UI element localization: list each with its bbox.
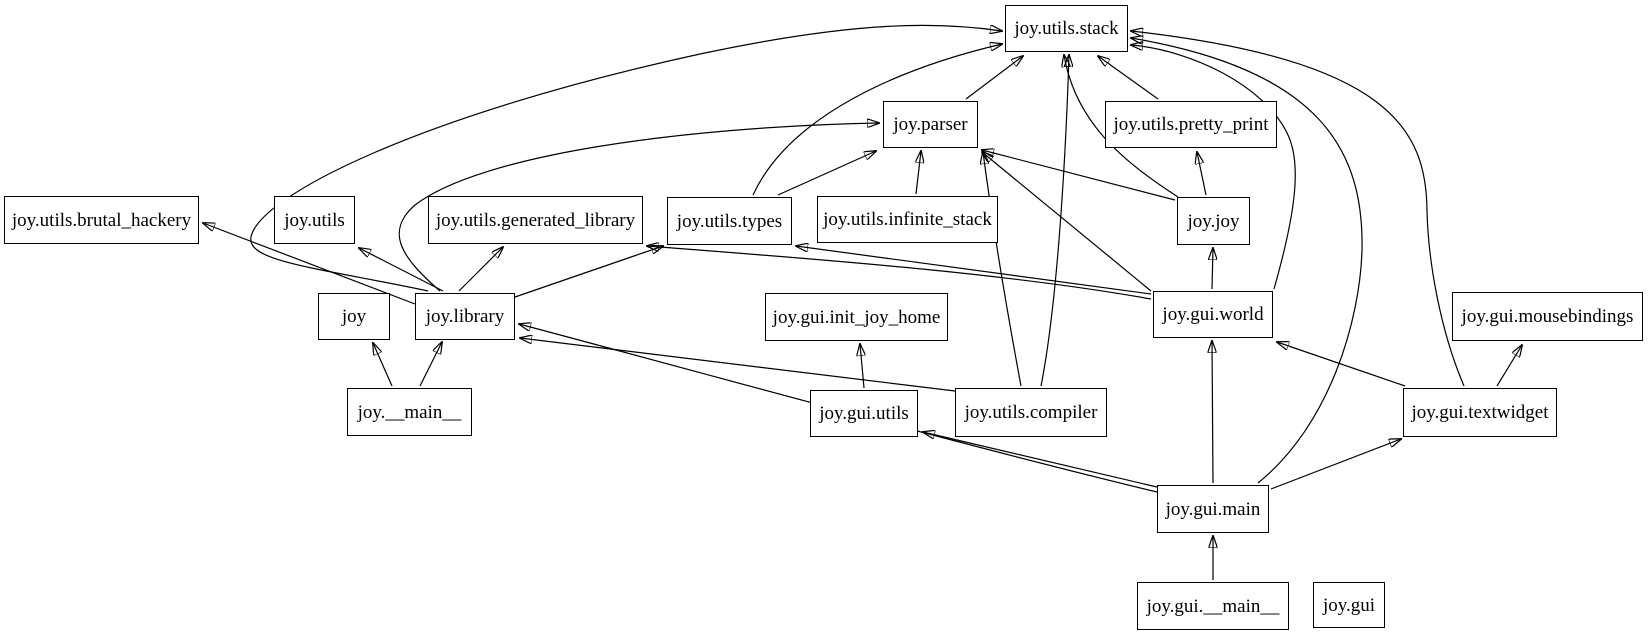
edge-joy-gui-textwidget-to-joy-gui-world <box>1277 342 1406 387</box>
edge-joy-gui-main-to-joy-gui-textwidget <box>1270 439 1401 490</box>
edge-joy-gui-main-to-joy-utils-stack <box>1131 38 1363 484</box>
graph-node-joy-utils: joy.utils <box>274 196 355 244</box>
edge-joy-library-to-joy-utils-stack <box>250 24 1002 292</box>
graph-node-joy-joy: joy.joy <box>1177 197 1250 245</box>
edge-joy-utils-compiler-to-joy-parser <box>983 152 1022 387</box>
graph-node-joy-gui-mousebindings: joy.gui.mousebindings <box>1452 292 1643 341</box>
edge-joy-gui-textwidget-to-joy-utils-stack <box>1131 31 1465 387</box>
edge-joy-joy-to-joy-parser <box>982 150 1176 201</box>
graph-node-joy-utils-brutal-hackery: joy.utils.brutal_hackery <box>4 196 199 244</box>
edge-joy-utils-pretty-print-to-joy-utils-stack <box>1098 56 1159 100</box>
edge-joy-gui-world-to-joy-joy <box>1212 248 1213 290</box>
edge-joy-gui-main-to-joy-gui-utils <box>923 432 1158 488</box>
edge-joy-gui-world-to-joy-parser <box>982 152 1152 292</box>
edge-joy-utils-types-to-joy-utils-stack <box>752 44 1002 196</box>
edge-joy-joy-to-joy-utils-pretty-print <box>1197 152 1207 196</box>
edge-joy-main-to-joy <box>373 343 393 387</box>
graph-node-joy-utils-infinite-stack: joy.utils.infinite_stack <box>817 196 998 243</box>
edge-joy-parser-to-joy-utils-stack <box>965 56 1023 100</box>
edges-group <box>203 24 1522 580</box>
edge-joy-gui-utils-to-joy-gui-init-joy-home <box>860 344 864 389</box>
graph-node-joy-library: joy.library <box>415 293 515 340</box>
edge-joy-utils-types-to-joy-parser <box>777 151 876 196</box>
graph-node-joy-gui: joy.gui <box>1313 582 1385 628</box>
graph-node-joy-gui-main: joy.gui.main <box>1157 485 1269 533</box>
graph-node-joy-main: joy.__main__ <box>347 388 472 436</box>
edge-joy-gui-main-to-joy-gui-world <box>1212 341 1213 484</box>
graph-node-joy-utils-types: joy.utils.types <box>667 197 792 245</box>
edge-joy-main-to-joy-library <box>419 342 442 387</box>
graph-node-joy-gui-textwidget: joy.gui.textwidget <box>1403 388 1557 437</box>
edge-joy-utils-compiler-to-joy-library <box>520 338 956 392</box>
graph-node-joy-gui-init-joy-home: joy.gui.init_joy_home <box>765 293 948 341</box>
graph-node-joy-utils-generated-library: joy.utils.generated_library <box>428 196 643 244</box>
graph-node-joy-utils-pretty-print: joy.utils.pretty_print <box>1105 101 1277 148</box>
edge-joy-gui-world-to-joy-utils-stack <box>1131 45 1296 290</box>
graph-node-joy: joy <box>318 293 390 340</box>
edge-joy-library-to-joy-parser <box>398 123 879 292</box>
edge-joy-joy-to-joy-utils-stack <box>1064 55 1179 198</box>
edge-joy-library-to-joy-utils-types <box>514 246 663 298</box>
edge-joy-utils-infinite-stack-to-joy-parser <box>916 151 921 195</box>
edge-joy-gui-textwidget-to-joy-gui-mousebindings <box>1496 345 1522 387</box>
edge-joy-gui-world-to-joy-utils-types <box>796 246 1152 295</box>
edge-joy-utils-compiler-to-joy-utils-stack <box>1040 55 1069 387</box>
edge-joy-gui-world-to-joy-utils-generated-library <box>647 246 1152 300</box>
graph-node-joy-gui-utils: joy.gui.utils <box>810 390 918 437</box>
graph-node-joy-gui-main-module: joy.gui.__main__ <box>1137 582 1289 630</box>
edge-joy-library-to-joy-utils-brutal-hackery <box>203 223 416 305</box>
edge-joy-library-to-joy-utils-generated-library <box>458 247 503 292</box>
graph-node-joy-gui-world: joy.gui.world <box>1153 291 1273 338</box>
graph-node-joy-utils-compiler: joy.utils.compiler <box>955 388 1107 437</box>
graph-node-joy-utils-stack: joy.utils.stack <box>1005 5 1128 52</box>
graph-node-joy-parser: joy.parser <box>883 101 978 148</box>
edge-joy-library-to-joy-utils <box>359 248 444 292</box>
